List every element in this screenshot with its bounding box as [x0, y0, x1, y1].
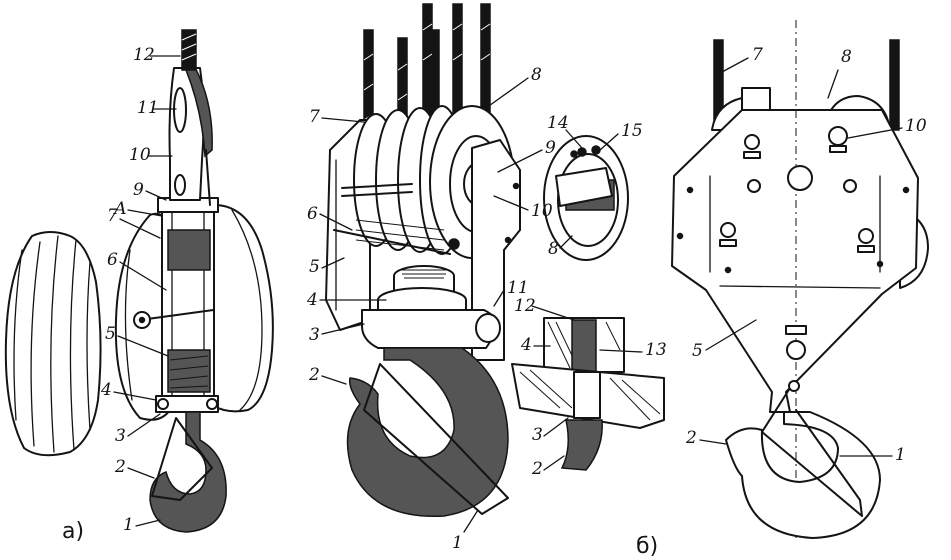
label-b-3: 3 — [309, 325, 320, 345]
label-c-8: 8 — [841, 47, 852, 67]
casing-bolts — [676, 126, 910, 360]
label-b-11: 11 — [507, 278, 529, 298]
label-b-8-detail: 8 — [548, 239, 559, 259]
sheave-pack — [333, 105, 515, 259]
hook-a — [149, 411, 227, 533]
label-c-5: 5 — [692, 341, 703, 361]
label-b-1: 1 — [452, 533, 463, 553]
caption-b: б) — [636, 534, 658, 559]
label-b-9: 9 — [545, 138, 556, 158]
figure-b-labels: 7 8 9 10 6 5 4 3 2 1 11 14 15 8 12 4 13 … — [306, 65, 667, 559]
label-c-1: 1 — [895, 445, 906, 465]
side-plate-right — [471, 139, 521, 361]
label-b-6: 6 — [307, 204, 318, 224]
caption-a: а) — [62, 519, 84, 544]
figure-c-enclosed-hook-block — [671, 20, 929, 540]
label-a-A: А — [113, 199, 127, 219]
label-a-4: 4 — [100, 380, 112, 400]
rope-thimble — [185, 60, 213, 158]
label-a-12: 12 — [133, 45, 155, 65]
label-b-3-detail: 3 — [532, 425, 543, 445]
label-c-7: 7 — [752, 45, 763, 65]
detail-sheave-with-bearing — [543, 135, 629, 261]
figure-a-single-sheave-hook-block — [4, 29, 274, 533]
label-b-14: 14 — [547, 113, 569, 133]
label-a-6: 6 — [107, 250, 118, 270]
front-cheek — [213, 204, 274, 413]
detached-side-cover — [4, 231, 102, 457]
label-b-4-detail: 4 — [520, 335, 532, 355]
label-a-10: 10 — [129, 145, 151, 165]
label-c-2: 2 — [685, 428, 697, 448]
label-a-7: 7 — [107, 206, 118, 226]
label-a-11: 11 — [137, 98, 159, 118]
label-b-7: 7 — [309, 107, 320, 127]
label-c-10: 10 — [905, 116, 927, 136]
label-b-2: 2 — [308, 365, 320, 385]
label-b-8: 8 — [531, 65, 542, 85]
detail-nut-section — [511, 317, 665, 471]
hook-latch-c — [761, 387, 863, 517]
label-a-2: 2 — [114, 457, 126, 477]
label-b-5: 5 — [309, 257, 320, 277]
label-b-2-detail: 2 — [531, 459, 543, 479]
label-a-3: 3 — [115, 426, 126, 446]
label-a-1: 1 — [123, 515, 134, 535]
label-a-5: 5 — [105, 324, 116, 344]
label-a-9: 9 — [133, 180, 144, 200]
hook-latch-a — [151, 417, 213, 501]
figure-c-labels: 7 8 10 5 2 1 — [685, 45, 927, 465]
label-b-15: 15 — [621, 121, 643, 141]
sheave-rope-upper — [167, 229, 211, 271]
rope-top — [181, 29, 197, 71]
figure-a-labels: 12 11 10 9 А 7 6 5 4 3 2 1 а) — [62, 45, 181, 544]
hook-b — [346, 347, 509, 518]
label-b-4: 4 — [306, 290, 318, 310]
label-b-12: 12 — [514, 296, 536, 316]
hook-c — [725, 411, 881, 539]
hook-latch-b — [363, 363, 509, 515]
sheave-rope-lower — [167, 349, 211, 393]
figure-b-multi-sheave-hook-block — [325, 3, 521, 518]
label-b-10: 10 — [531, 201, 553, 221]
label-b-13: 13 — [645, 340, 667, 360]
